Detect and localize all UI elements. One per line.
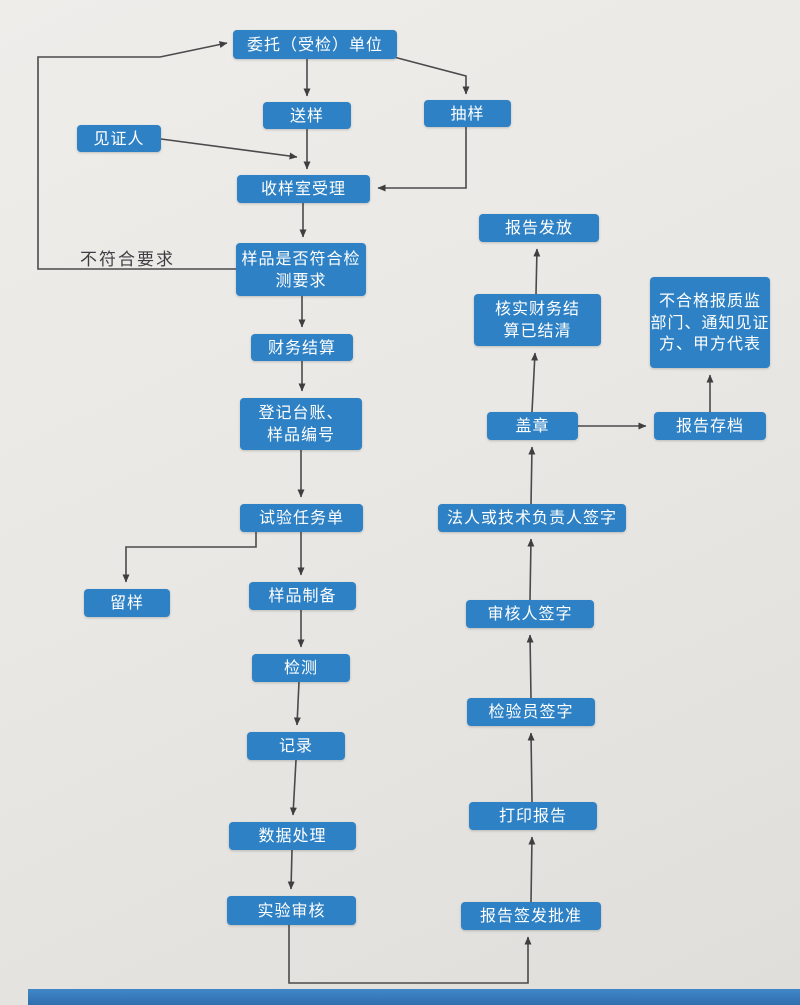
bottom-blue-strip — [28, 989, 800, 1005]
edge-review-approve — [288, 925, 532, 984]
node-nonconforming-report: 不合格报质监 部门、通知见证 方、甲方代表 — [650, 277, 770, 368]
node-sample-preparation: 样品制备 — [249, 582, 356, 610]
node-stamp: 盖章 — [487, 412, 578, 440]
node-data-processing: 数据处理 — [229, 822, 356, 850]
node-register-ledger: 登记台账、 样品编号 — [240, 398, 362, 450]
node-send-sample: 送样 — [263, 102, 351, 129]
node-sample-receiving: 收样室受理 — [237, 175, 370, 203]
edge-entrust-sampling — [389, 55, 470, 95]
node-entrusting-unit: 委托（受检）单位 — [233, 30, 397, 59]
node-witness: 见证人 — [77, 125, 161, 152]
node-lab-review: 实验审核 — [227, 896, 356, 925]
edge-sampling-receive — [377, 127, 467, 192]
edge-legal-stamp — [528, 446, 536, 505]
node-report-archive: 报告存档 — [654, 412, 766, 440]
node-sample-check: 样品是否符合检 测要求 — [236, 243, 366, 296]
node-print-report: 打印报告 — [469, 802, 597, 830]
edge-data-review — [287, 849, 295, 890]
node-report-release: 报告发放 — [479, 214, 599, 242]
node-inspector-signature: 检验员签字 — [467, 698, 595, 726]
node-record: 记录 — [247, 732, 345, 760]
edge-stamp-verify — [531, 352, 539, 413]
edge-test-record — [293, 681, 301, 726]
edge-inspector-reviewer — [526, 634, 534, 699]
node-report-approval: 报告签发批准 — [461, 902, 601, 930]
node-verify-settlement: 核实财务结 算已结清 — [474, 294, 601, 346]
label-not-conforming: 不符合要求 — [80, 250, 175, 270]
node-testing: 检测 — [252, 654, 350, 682]
edge-approve-print — [528, 836, 536, 903]
node-legal-signature: 法人或技术负责人签字 — [438, 504, 626, 532]
node-sampling: 抽样 — [424, 100, 511, 127]
node-financial-settlement: 财务结算 — [251, 334, 353, 361]
edge-task-retain — [122, 532, 257, 583]
node-reviewer-signature: 审核人签字 — [466, 600, 594, 628]
edge-witness-junction — [160, 138, 298, 160]
edge-check-entrust-reject-loop — [37, 41, 236, 270]
edge-reviewer-legal — [527, 538, 535, 601]
edge-record-data — [289, 759, 297, 816]
edge-print-inspector — [527, 732, 535, 803]
node-task-order: 试验任务单 — [240, 504, 363, 532]
node-retained-sample: 留样 — [84, 589, 170, 617]
edge-verify-release — [533, 248, 541, 295]
